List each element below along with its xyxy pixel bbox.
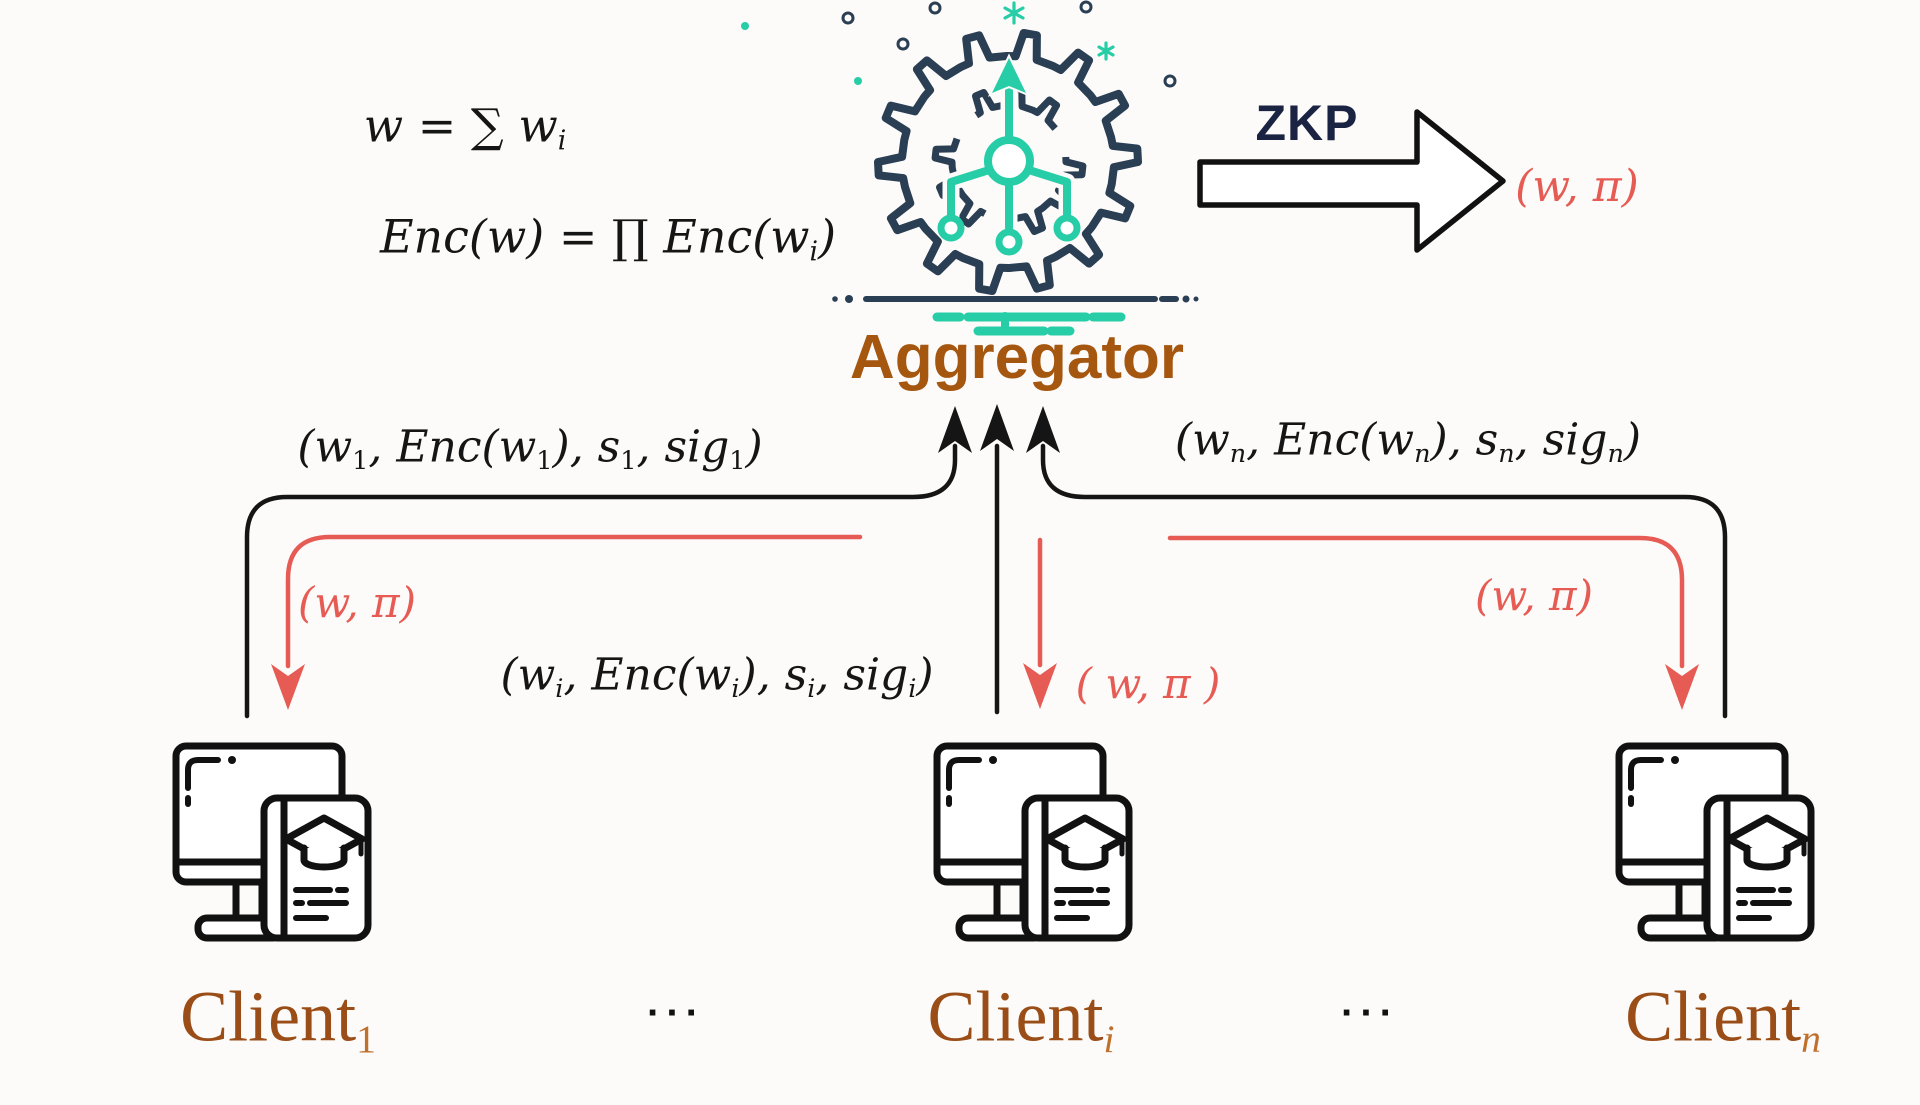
- network-right-node: [1053, 214, 1081, 242]
- client-n-label: Clientn: [1625, 976, 1821, 1062]
- gear-network-icon: [741, 0, 1199, 336]
- downlink-arrowhead-client1: [271, 664, 305, 710]
- clients-ellipsis-right: ···: [1341, 991, 1399, 1035]
- downlink-message-client1: (w, π): [297, 578, 417, 627]
- uplink-message-clientn: (wn, Enc(wn), sn, sign): [1174, 414, 1642, 470]
- zkp-label: ZKP: [1255, 95, 1359, 151]
- network-left-node: [937, 214, 965, 242]
- decorative-dots: [841, 0, 1177, 88]
- uplink-arrowhead-clienti: [980, 404, 1014, 451]
- uplink-arrowhead-client1: [938, 406, 972, 453]
- uplink-message-clienti: (wi, Enc(wi), si, sigi): [500, 649, 934, 705]
- uplink-arrowhead-clientn: [1026, 406, 1060, 453]
- network-bottom-node: [995, 228, 1023, 256]
- zkp-arrow: [1197, 109, 1506, 253]
- downlink-arrowhead-clienti: [1023, 663, 1057, 709]
- decorative-teal-dots: [741, 22, 862, 85]
- downlink-arrowhead-clientn: [1665, 664, 1699, 710]
- downlink-arrow-client1: [285, 534, 863, 669]
- downlink-message-clientn: (w, π): [1474, 571, 1594, 620]
- aggregator-label: Aggregator: [849, 323, 1185, 392]
- network-hub-node: [984, 136, 1034, 186]
- formula-weight-sum: w = ∑ wi: [363, 98, 567, 157]
- gear-outer-ring: [874, 29, 1142, 295]
- client-i-computer-icon: [937, 746, 1129, 938]
- formula-encryption-product: Enc(w) = ∏ Enc(wi): [379, 209, 837, 268]
- network-share-icon: [947, 82, 1071, 232]
- downlink-arrow-clientn: [1167, 535, 1685, 669]
- gear-inner-segment: [931, 137, 987, 228]
- gear-ground-teal-dashes: [932, 312, 1126, 336]
- clients-ellipsis-left: ···: [647, 991, 705, 1035]
- uplink-message-client1: (w1, Enc(w1), s1, sig1): [297, 421, 763, 477]
- client-1-label: Client1: [180, 976, 376, 1062]
- network-up-arrowhead: [987, 53, 1031, 97]
- decorative-sparkles: [1003, 1, 1115, 61]
- client-1-computer-icon: [176, 746, 368, 938]
- zkp-output-tuple: (w, π): [1515, 161, 1639, 212]
- client-i-label: Clienti: [927, 976, 1115, 1062]
- client-n-computer-icon: [1619, 746, 1811, 938]
- uplink-arrow-client1: [244, 443, 958, 719]
- downlink-message-clienti: ( w, π ): [1075, 659, 1221, 708]
- uplink-arrow-clientn: [1040, 443, 1728, 719]
